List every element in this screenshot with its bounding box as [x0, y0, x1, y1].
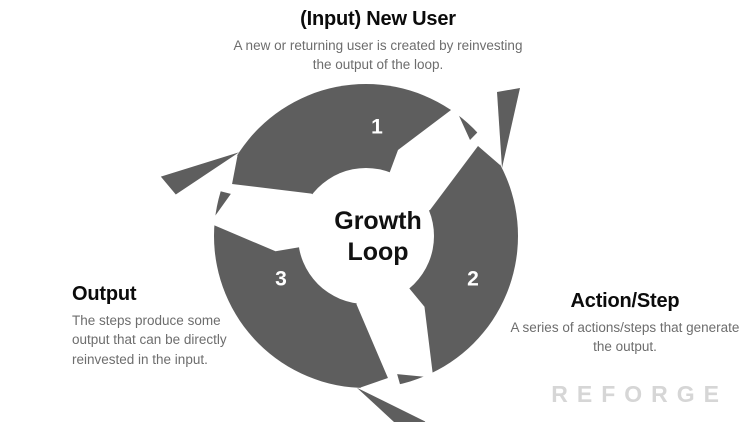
- callout-input-body: A new or returning user is created by re…: [233, 37, 523, 73]
- callout-output-headline: Output: [72, 283, 137, 305]
- callout-action-body: A series of actions/steps that generate …: [510, 319, 740, 355]
- callout-input-headline: (Input) New User: [300, 8, 456, 30]
- step-number-2: 2: [467, 268, 479, 291]
- callout-action-headline: Action/Step: [570, 290, 680, 312]
- center-label-line-1: Growth: [334, 207, 422, 235]
- arrowhead-1: [497, 88, 520, 168]
- arrowhead-3: [160, 152, 240, 195]
- step-number-1: 1: [371, 116, 383, 139]
- step-number-3: 3: [275, 268, 287, 291]
- center-label-line-2: Loop: [347, 238, 408, 266]
- callout-action-step: Action/Step A series of actions/steps th…: [508, 290, 742, 357]
- loop-arrowheads: [160, 88, 520, 422]
- callout-output-body: The steps produce some output that can b…: [72, 312, 227, 367]
- reforge-watermark: REFORGE: [551, 381, 728, 407]
- callout-input-new-user: (Input) New User A new or returning user…: [228, 8, 528, 75]
- callout-output: Output The steps produce some output tha…: [72, 283, 252, 369]
- arrowhead-2: [356, 387, 426, 422]
